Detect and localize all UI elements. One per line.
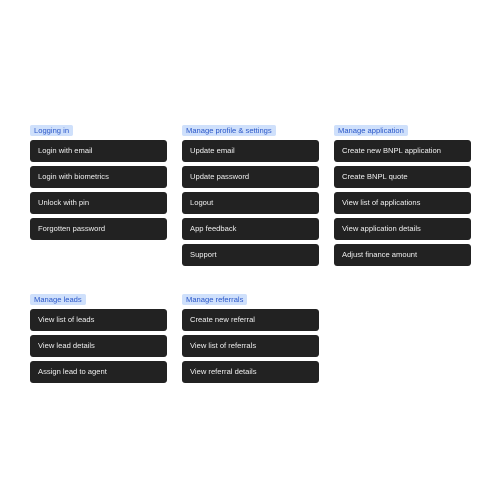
view-lead-details-button[interactable]: View lead details xyxy=(30,335,167,357)
update-email-button[interactable]: Update email xyxy=(182,140,319,162)
group-manage-referrals: Manage referrals Create new referral Vie… xyxy=(182,289,319,383)
view-leads-button[interactable]: View list of leads xyxy=(30,309,167,331)
group-label: Manage profile & settings xyxy=(182,125,276,136)
view-referrals-button[interactable]: View list of referrals xyxy=(182,335,319,357)
support-button[interactable]: Support xyxy=(182,244,319,266)
adjust-finance-amount-button[interactable]: Adjust finance amount xyxy=(334,244,471,266)
group-label: Manage referrals xyxy=(182,294,248,305)
group-label: Logging in xyxy=(30,125,74,136)
group-manage-profile-settings: Manage profile & settings Update email U… xyxy=(182,120,319,266)
group-logging-in: Logging in Login with email Login with b… xyxy=(30,120,167,240)
create-bnpl-quote-button[interactable]: Create BNPL quote xyxy=(334,166,471,188)
app-feedback-button[interactable]: App feedback xyxy=(182,218,319,240)
group-actions: Create new referral View list of referra… xyxy=(182,309,319,383)
group-actions: View list of leads View lead details Ass… xyxy=(30,309,167,383)
create-bnpl-application-button[interactable]: Create new BNPL application xyxy=(334,140,471,162)
unlock-with-pin-button[interactable]: Unlock with pin xyxy=(30,192,167,214)
login-with-biometrics-button[interactable]: Login with biometrics xyxy=(30,166,167,188)
view-application-details-button[interactable]: View application details xyxy=(334,218,471,240)
login-with-email-button[interactable]: Login with email xyxy=(30,140,167,162)
view-referral-details-button[interactable]: View referral details xyxy=(182,361,319,383)
group-actions: Update email Update password Logout App … xyxy=(182,140,319,266)
group-manage-leads: Manage leads View list of leads View lea… xyxy=(30,289,167,383)
group-manage-application: Manage application Create new BNPL appli… xyxy=(334,120,471,266)
forgotten-password-button[interactable]: Forgotten password xyxy=(30,218,167,240)
update-password-button[interactable]: Update password xyxy=(182,166,319,188)
view-applications-button[interactable]: View list of applications xyxy=(334,192,471,214)
group-actions: Login with email Login with biometrics U… xyxy=(30,140,167,240)
group-label: Manage leads xyxy=(30,294,86,305)
create-referral-button[interactable]: Create new referral xyxy=(182,309,319,331)
assign-lead-to-agent-button[interactable]: Assign lead to agent xyxy=(30,361,167,383)
group-label: Manage application xyxy=(334,125,408,136)
group-actions: Create new BNPL application Create BNPL … xyxy=(334,140,471,266)
logout-button[interactable]: Logout xyxy=(182,192,319,214)
